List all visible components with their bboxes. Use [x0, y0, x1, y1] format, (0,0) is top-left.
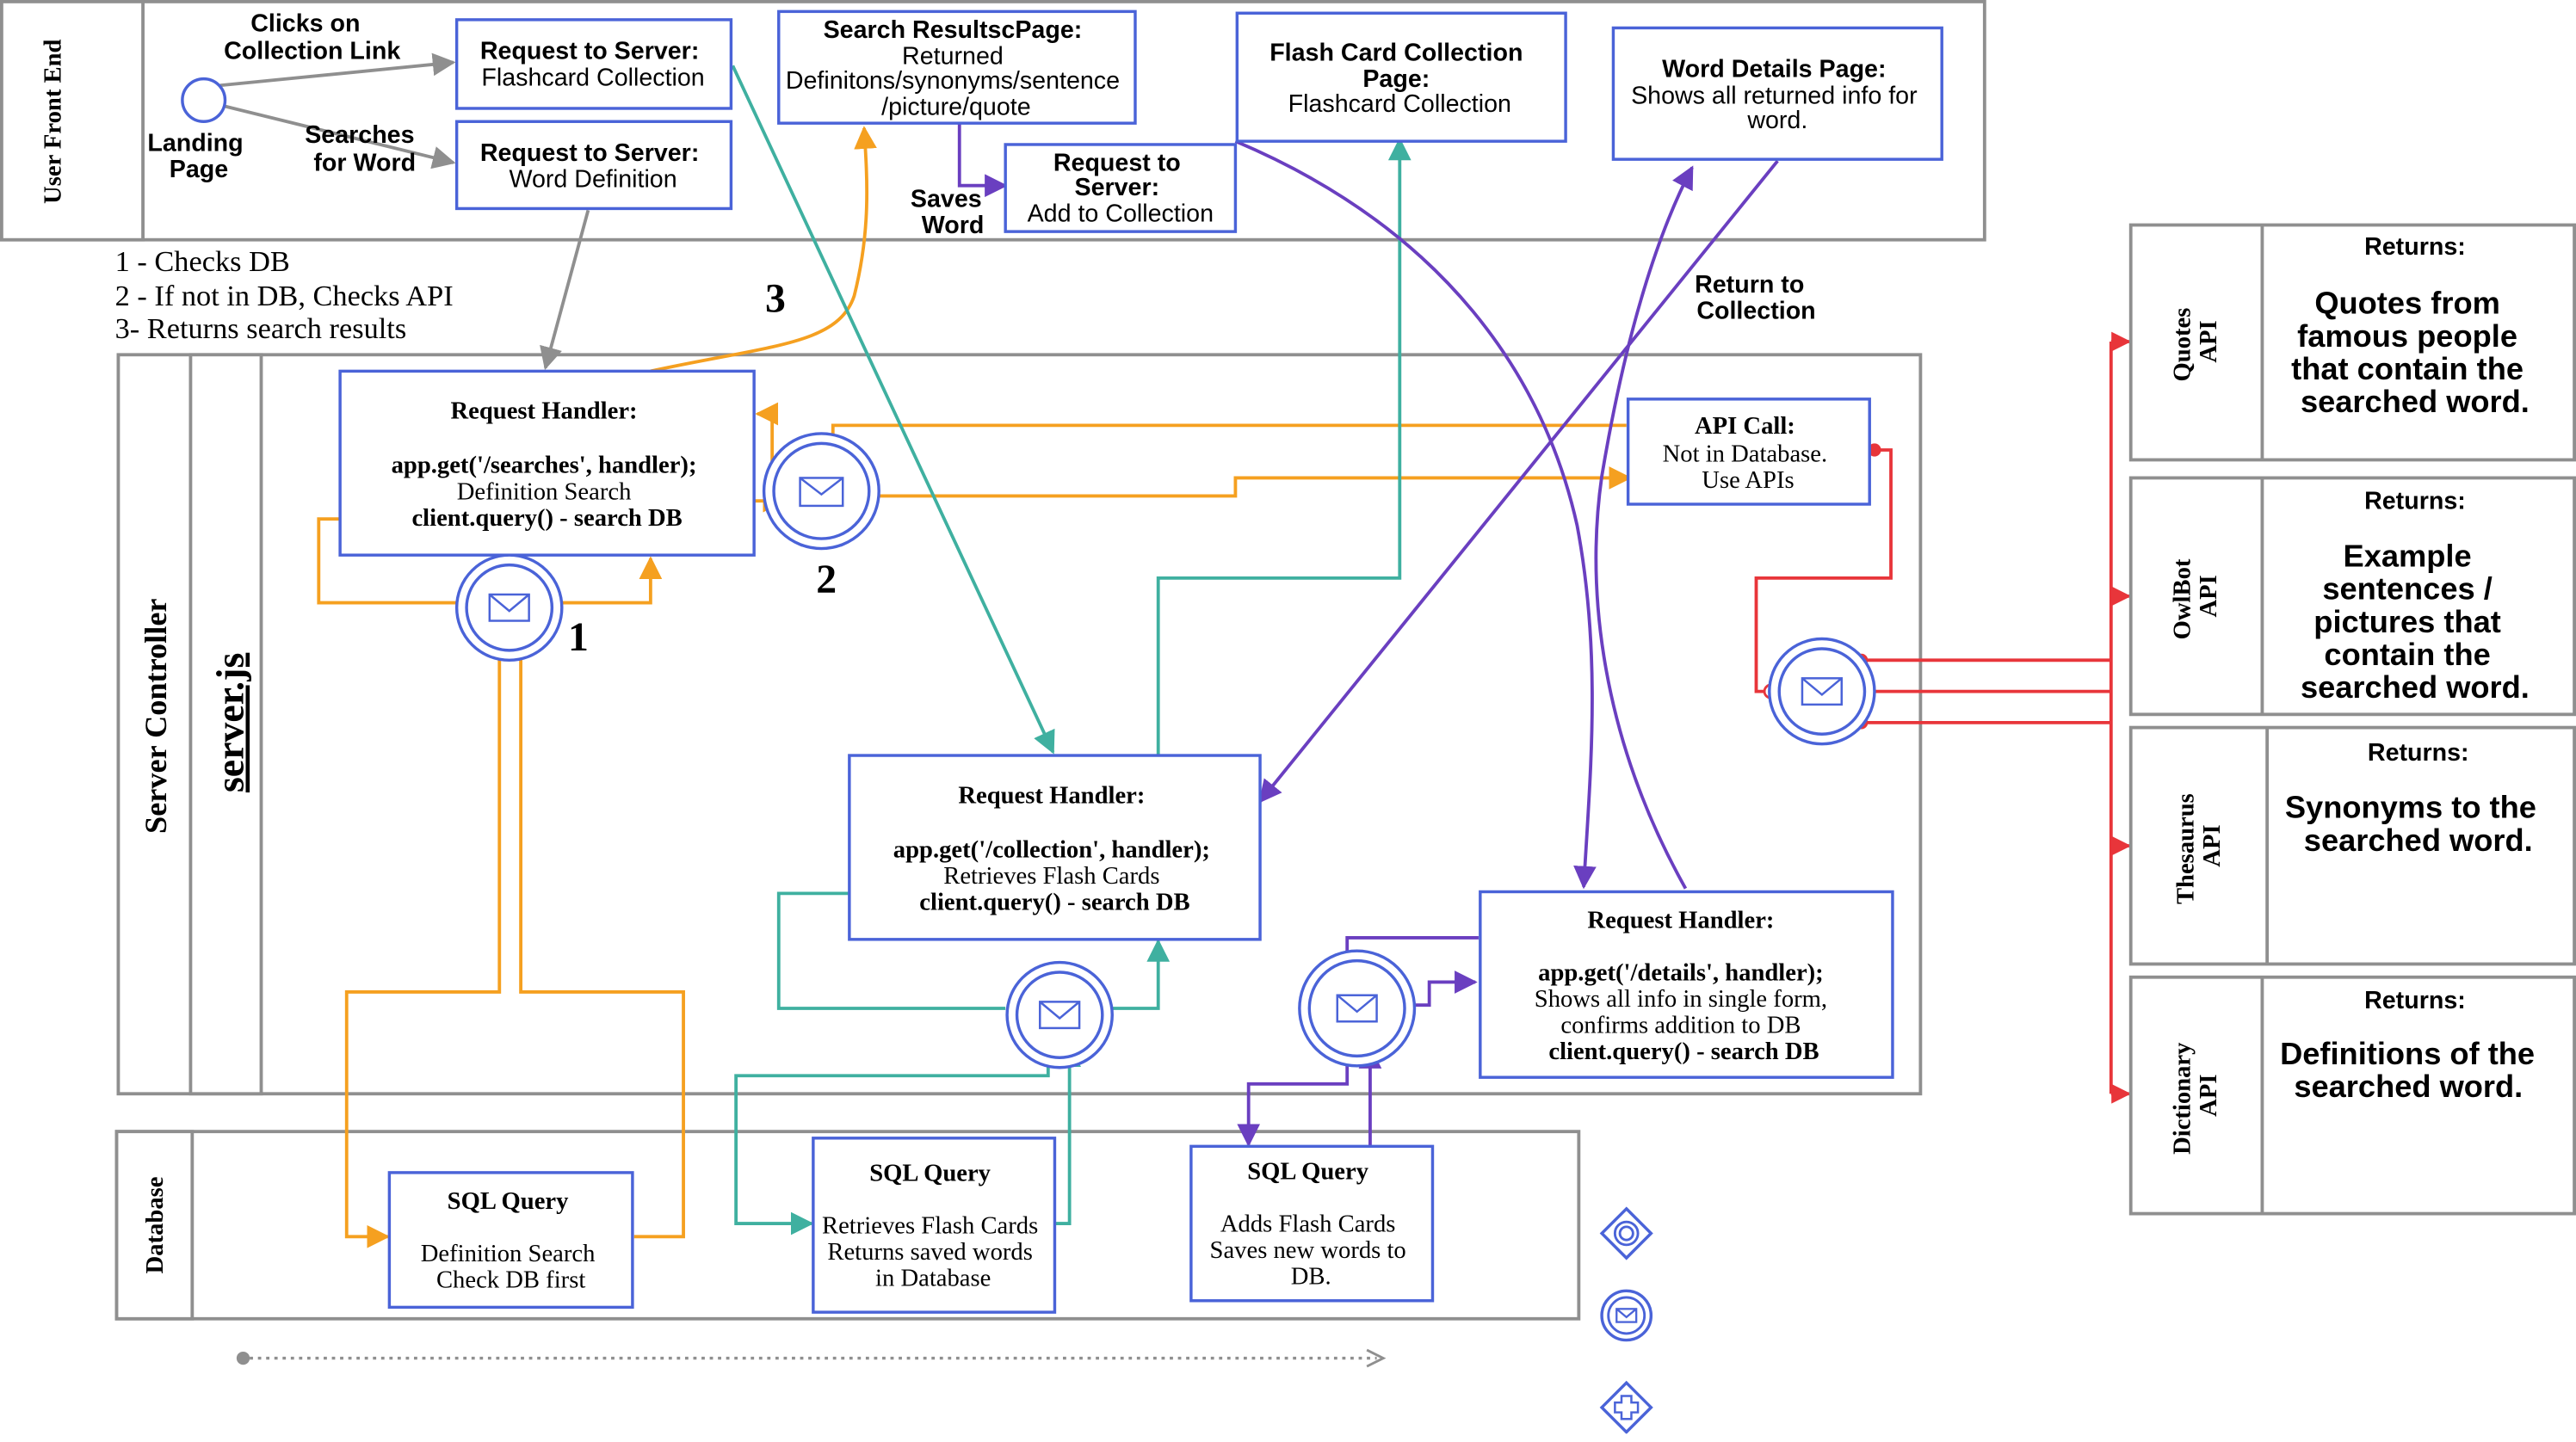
envelope-event-icon[interactable]	[1298, 949, 1417, 1068]
svg-text:Quotes from famous peopl: Quotes from famous people that contain t…	[2291, 286, 2532, 420]
lane-database-label: Database	[141, 1177, 169, 1274]
thesaurus-api[interactable]: Thesaurus API Returns: Synonyms to the s…	[2128, 725, 2576, 966]
sql-query-add-flashcards[interactable]: SQL Query Adds Flash Cards Saves new wor…	[1189, 1144, 1435, 1303]
clicks-label: Clicks on Collection Link	[224, 9, 400, 65]
lane-frontend-label: User Front End	[40, 39, 67, 203]
flow-handler-to-results	[650, 126, 877, 373]
dictionary-api[interactable]: Dictionary API Returns: Definitions of t…	[2128, 975, 2576, 1216]
envelope-event-icon[interactable]	[762, 432, 880, 551]
handler-details[interactable]: Request Handler: app.get('/details', han…	[1479, 890, 1894, 1079]
flow-add-to-details-handler	[1234, 139, 1597, 890]
owlbot-api[interactable]: OwlBot API Returns: Example sentences / …	[2128, 476, 2576, 717]
svg-text:Landing Page: Landing Page	[147, 130, 250, 184]
svg-text:Synonyms to the searched: Synonyms to the searched word.	[2285, 790, 2545, 858]
sql-query-flashcards[interactable]: SQL Query Retrieves Flash Cards Returns …	[812, 1137, 1057, 1314]
request-add-to-collection[interactable]: Request to Server: Add to Collection	[1004, 143, 1238, 233]
svg-text:Thesaurus API: Thesaurus API	[2171, 787, 2226, 904]
flow-return-to-collection	[1258, 159, 1779, 804]
envelope-event-icon[interactable]	[1768, 637, 1876, 746]
flow-searches	[219, 103, 456, 169]
word-details-page[interactable]: Word Details Page: Shows all returned in…	[1611, 26, 1943, 161]
sql-query-definition[interactable]: SQL Query Definition Search Check DB fir…	[387, 1171, 634, 1310]
svg-text:SQL Query Adds Flash Car: SQL Query Adds Flash Cards Saves new wor…	[1210, 1158, 1412, 1291]
flow-results-to-add	[957, 123, 1008, 198]
svg-text:Request Handler: app.get: Request Handler: app.get('/details', han…	[1535, 906, 1833, 1065]
flow-envelope1-to-sql1	[344, 632, 502, 1248]
svg-text:Request to Server: Word: Request to Server: Word Definition	[480, 139, 706, 194]
flow-sql2-to-envelope3	[1054, 1044, 1081, 1225]
return-to-collection-label: Return to Collection	[1695, 271, 1816, 325]
flow-handler-to-envelope3	[776, 891, 1006, 1010]
search-results-page[interactable]: Search ResultscPage: Returned Definitons…	[777, 9, 1137, 125]
flow-details-to-word-page	[1594, 165, 1694, 890]
handler-searches[interactable]: Request Handler: app.get('/searches', ha…	[338, 369, 756, 557]
svg-text:Request Handler: app.get: Request Handler: app.get('/collection', …	[893, 781, 1216, 915]
flow-clicks	[219, 52, 456, 88]
svg-text:OwlBot API: OwlBot API	[2168, 552, 2222, 639]
plus-gateway-icon	[1599, 1380, 1653, 1434]
svg-text:Request Handler: app.get: Request Handler: app.get('/searches', ha…	[392, 397, 703, 532]
searches-label: Searches for Word	[305, 121, 421, 176]
flow-api-call-to-envelope5	[1754, 448, 1893, 693]
svg-text:Returns:: Returns:	[2364, 488, 2466, 515]
flow-envelope2-to-api	[857, 466, 1633, 498]
svg-text:Example sentences /: Example sentences / pictures that contai…	[2301, 539, 2530, 706]
step-number-1: 1	[568, 614, 589, 660]
quotes-api[interactable]: Quotes API Returns: Quotes from famous p…	[2128, 223, 2576, 462]
svg-text:Returns:: Returns:	[2368, 739, 2469, 767]
request-flashcard-collection[interactable]: Request to Server: Flashcard Collection	[454, 18, 733, 110]
flow-envelope1-to-handler	[534, 556, 663, 605]
flow-envelope3-to-handler	[1110, 939, 1171, 1010]
message-event-icon	[1600, 1289, 1653, 1342]
svg-text:Flash Card Collection Pa: Flash Card Collection Page: Flashcard Co…	[1269, 40, 1529, 118]
landing-page-node[interactable]: Landing Page	[147, 77, 250, 184]
flow-sql1-to-envelope1	[509, 630, 685, 1239]
svg-text:Dictionary API: Dictionary API	[2168, 1036, 2222, 1155]
flow-envelope5-to-apis	[1861, 342, 2113, 1094]
svg-text:Quotes API: Quotes API	[2168, 302, 2222, 382]
svg-text:Word Details Page: Shows: Word Details Page: Shows all returned in…	[1631, 56, 1924, 134]
notes: 1 - Checks DB 2 - If not in DB, Checks A…	[115, 245, 461, 345]
flow-handler-to-envelope1	[317, 517, 485, 605]
svg-text:Returns:: Returns:	[2364, 987, 2466, 1014]
flow-flashcards-to-handler	[731, 65, 1055, 755]
svg-text:SQL Query Retrieves Flas: SQL Query Retrieves Flash Cards Returns …	[822, 1159, 1044, 1291]
intermediate-event-icon	[1599, 1206, 1653, 1260]
step-number-3: 3	[765, 276, 786, 322]
lane-serverjs-label: server.js	[208, 653, 252, 792]
handler-collection[interactable]: Request Handler: app.get('/collection', …	[848, 754, 1262, 941]
lane-server-label: Server Controller	[139, 599, 173, 834]
svg-text:Request to Server:: Request to Server: Add to Collection	[1028, 150, 1214, 228]
envelope-event-icon[interactable]	[454, 553, 564, 662]
envelope-event-icon[interactable]	[1005, 960, 1114, 1069]
svg-text:Request to Server: Flash: Request to Server: Flashcard Collection	[480, 38, 706, 92]
svg-text:Definitions of the searc: Definitions of the searched word.	[2280, 1036, 2543, 1104]
svg-text:API Call: Not in Databas: API Call: Not in Database. Use APIs	[1663, 412, 1834, 494]
api-call[interactable]: API Call: Not in Database. Use APIs	[1626, 397, 1871, 506]
flash-card-collection-page[interactable]: Flash Card Collection Page: Flashcard Co…	[1235, 11, 1567, 143]
svg-text:SQL Query Definition Sea: SQL Query Definition Search Check DB fir…	[421, 1187, 602, 1294]
flow-word-to-handler	[540, 209, 590, 371]
step-number-2: 2	[816, 557, 837, 602]
svg-text:Returns:: Returns:	[2364, 233, 2466, 261]
saves-word-label: Saves Word	[911, 186, 989, 240]
svg-text:Search ResultscPage: Ret: Search ResultscPage: Returned Definitons…	[786, 16, 1127, 121]
flow-handler-to-flashcard-page	[1156, 137, 1412, 756]
timeline-connector	[236, 1348, 1387, 1368]
request-word-definition[interactable]: Request to Server: Word Definition	[454, 120, 733, 211]
